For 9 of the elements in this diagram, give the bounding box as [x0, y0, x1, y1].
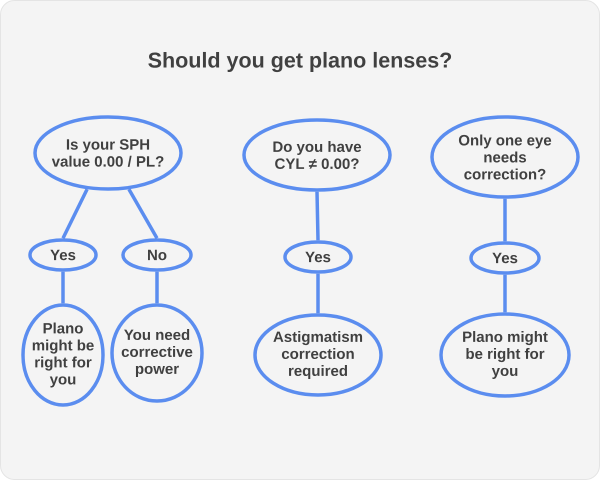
connector-line: [503, 274, 507, 312]
connector-line: [316, 274, 320, 314]
connector-line: [127, 188, 159, 240]
title: Should you get plano lenses?: [148, 52, 452, 72]
connector-line: [155, 272, 159, 304]
connector-line: [61, 188, 89, 240]
connector-line: [315, 192, 320, 240]
connector-line: [503, 198, 507, 242]
connector-line: [61, 272, 65, 304]
